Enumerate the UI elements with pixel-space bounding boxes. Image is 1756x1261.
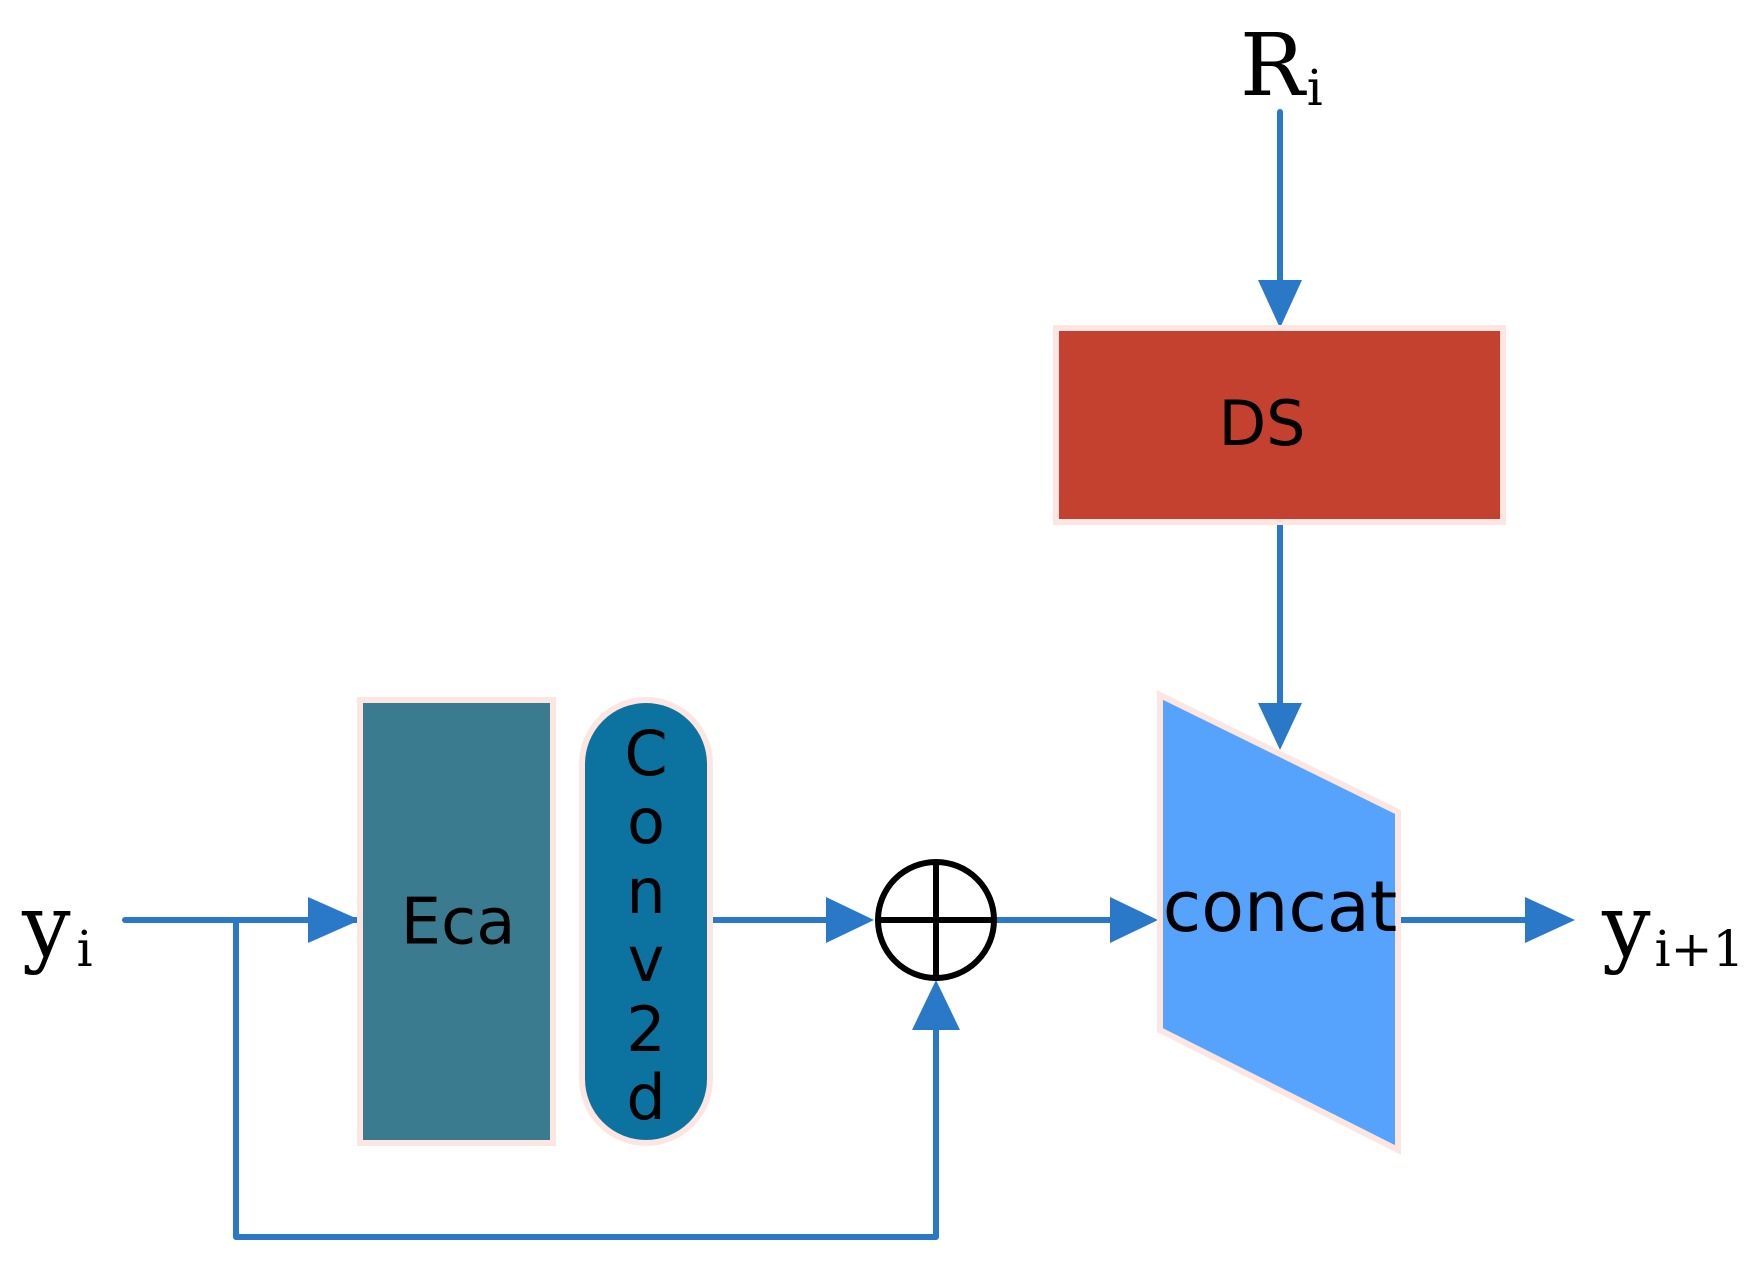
eca-block bbox=[357, 697, 556, 1146]
side-input-label-r-i: Ri bbox=[1240, 16, 1323, 117]
sum-node bbox=[875, 859, 997, 981]
output-label-y-i-plus-1: yi+1 bbox=[1601, 877, 1744, 978]
wire-skip-connection bbox=[233, 917, 939, 1240]
conv2d-block bbox=[579, 697, 713, 1146]
conv2d-char: d bbox=[626, 1061, 665, 1134]
arrowhead-ds-in bbox=[1258, 280, 1302, 328]
arrowhead-eca-in bbox=[308, 897, 360, 943]
arrowhead-sum-bottom bbox=[912, 980, 960, 1030]
conv2d-char: 2 bbox=[626, 993, 665, 1066]
arrowhead-sum-left bbox=[826, 897, 874, 943]
ds-label: DS bbox=[1218, 387, 1305, 460]
eca-label: Eca bbox=[401, 886, 516, 960]
arrowhead-concat-top bbox=[1258, 703, 1302, 750]
arrowhead-concat-left bbox=[1110, 897, 1158, 943]
concat-label: concat bbox=[1163, 866, 1398, 948]
concat-block bbox=[1157, 690, 1401, 1155]
ds-block bbox=[1053, 325, 1506, 525]
conv2d-char: n bbox=[626, 855, 665, 928]
conv2d-char: C bbox=[624, 717, 667, 790]
conv2d-char: v bbox=[628, 923, 665, 996]
conv2d-char: o bbox=[627, 785, 665, 858]
arrowhead-output bbox=[1525, 897, 1575, 943]
